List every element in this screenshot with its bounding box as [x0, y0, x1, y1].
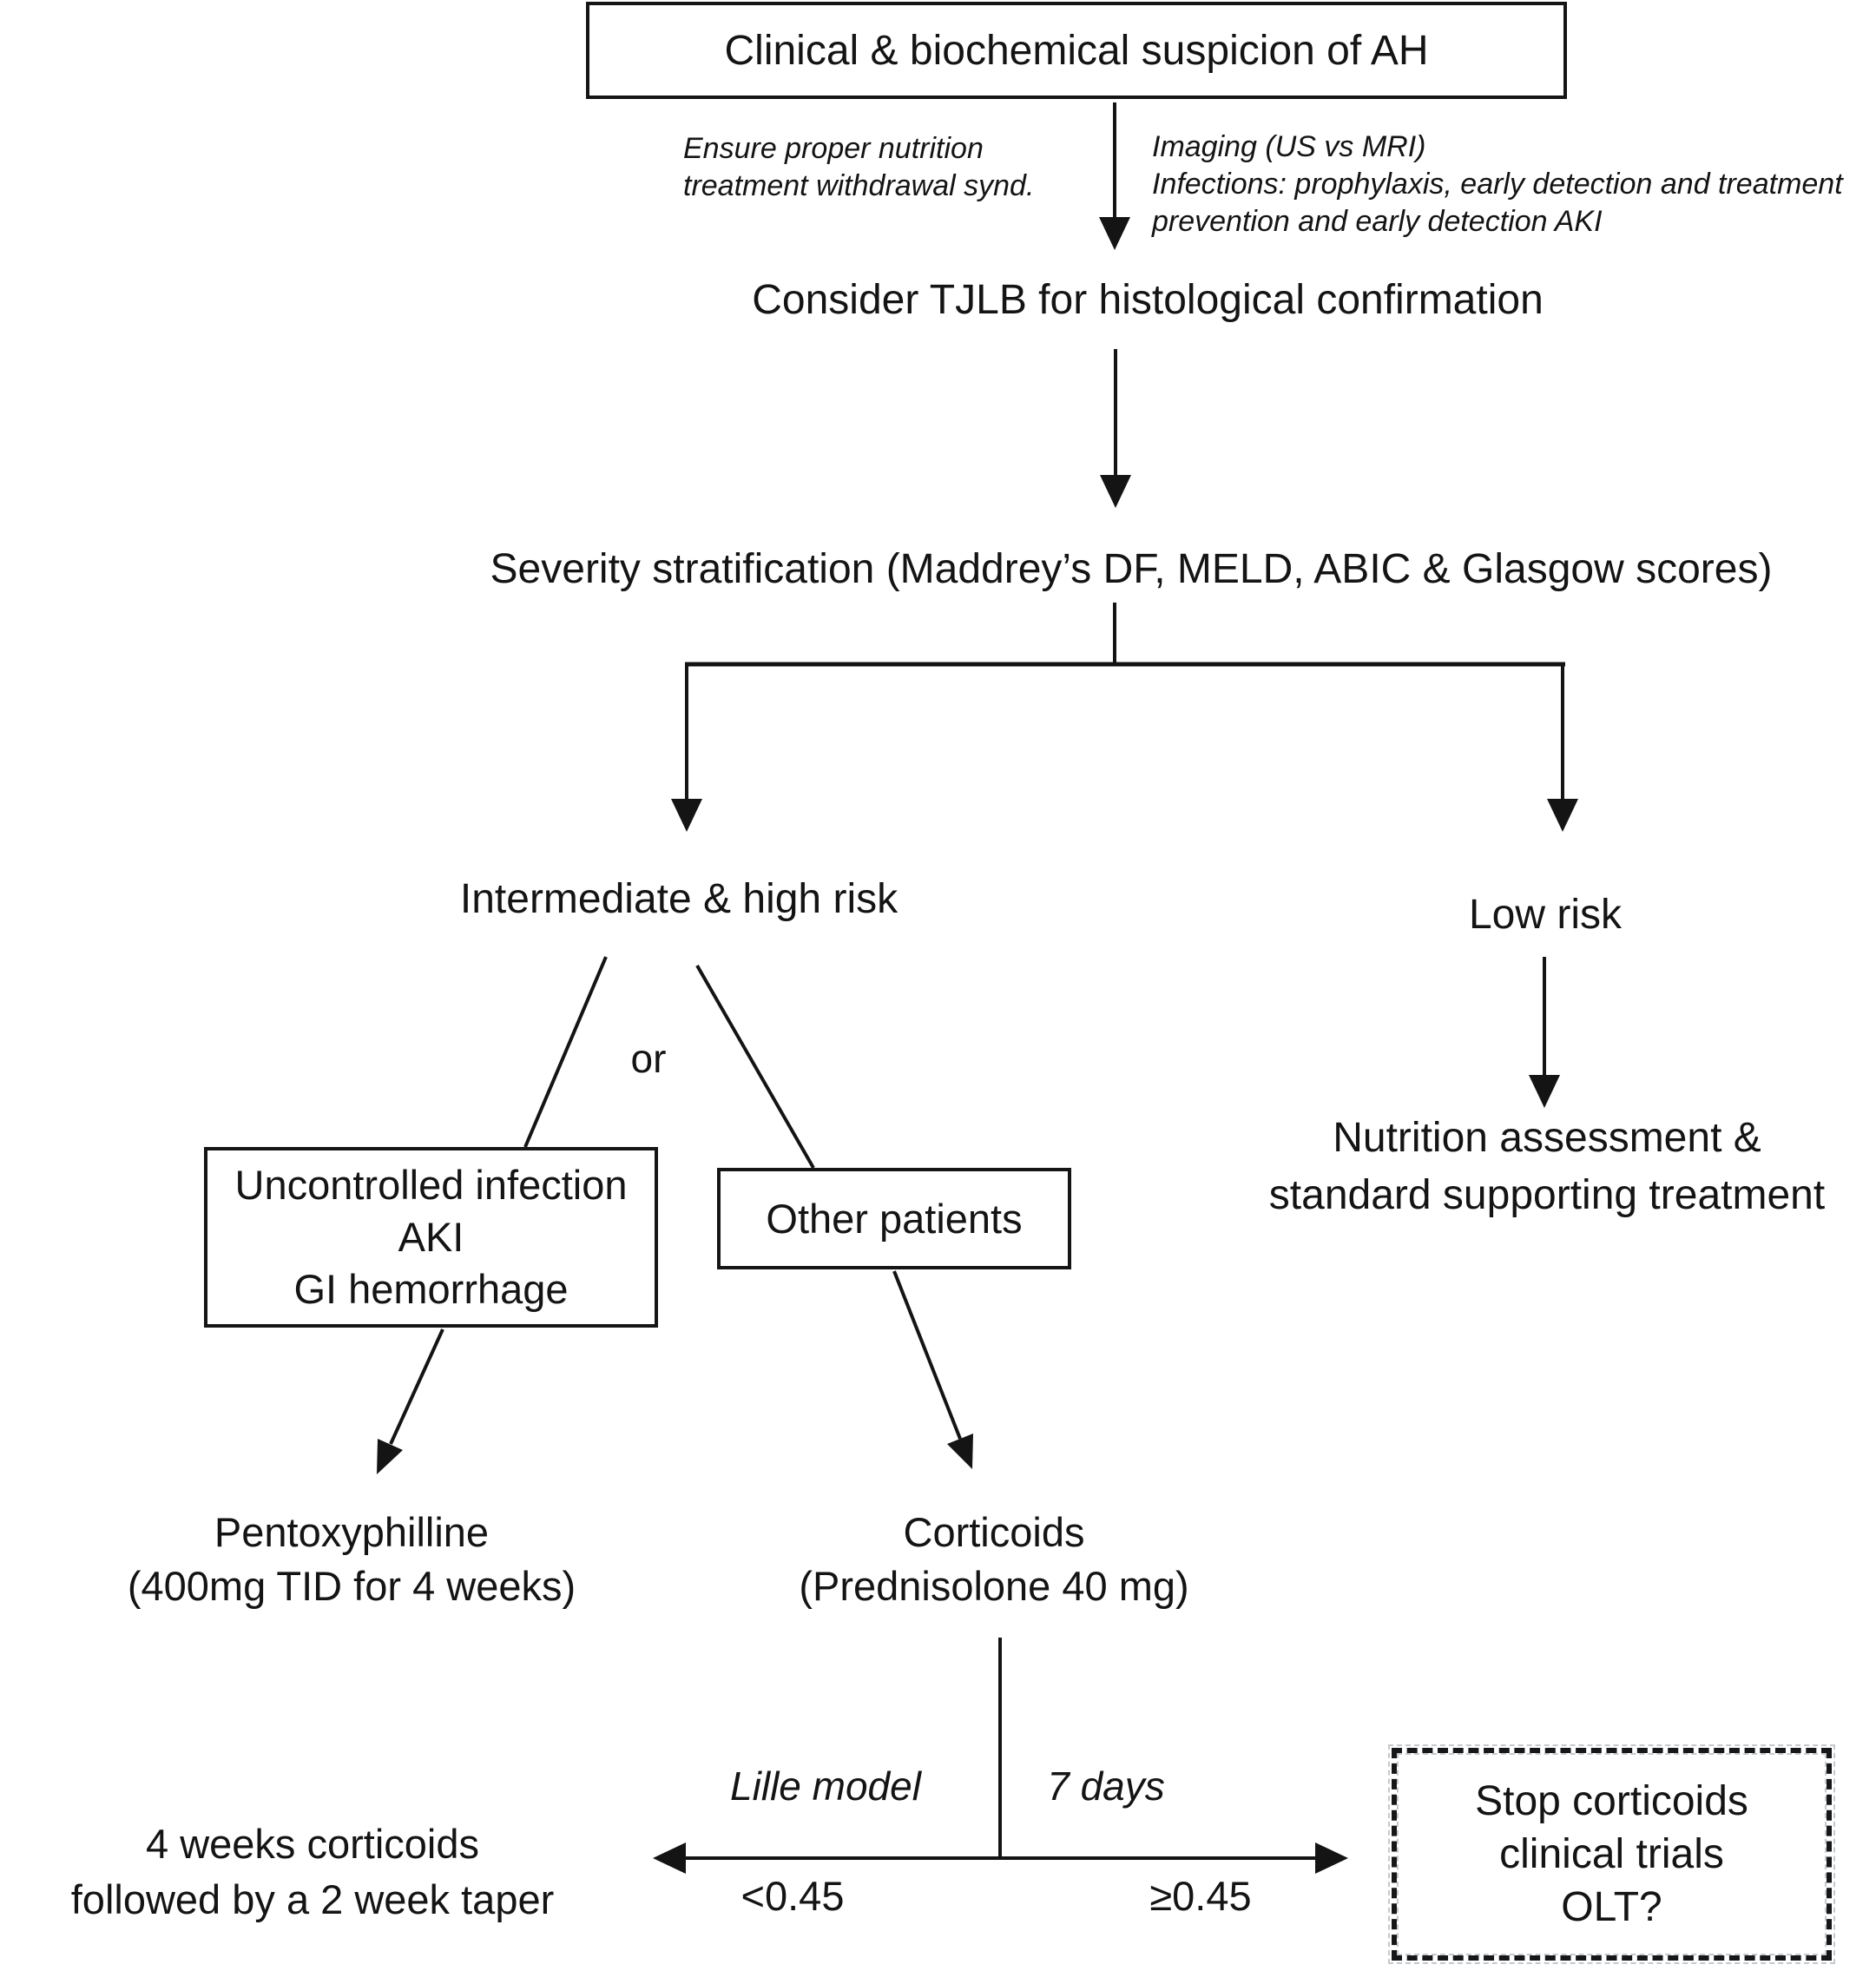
treatment-line: (400mg TID for 4 weeks) [127, 1563, 576, 1609]
outcome-4-weeks-corticoids: 4 weeks corticoids followed by a 2 week … [9, 1816, 616, 1928]
outcome-line: followed by a 2 week taper [70, 1876, 555, 1922]
note-imaging-infections: Imaging (US vs MRI) Infections: prophyla… [1152, 129, 1843, 241]
arrowheads [377, 217, 1578, 1874]
box-line: GI hemorrhage [293, 1266, 569, 1312]
label-lille-lt-045: <0.45 [741, 1873, 845, 1919]
treatment-pentoxyphilline: Pentoxyphilline (400mg TID for 4 weeks) [48, 1506, 655, 1613]
note-nutrition-withdrawal: Ensure proper nutrition treatment withdr… [683, 130, 1034, 205]
label-7-days: 7 days [1047, 1763, 1165, 1809]
label-low-risk: Low risk [1468, 892, 1623, 938]
outcome-stop-corticoids-content: Stop corticoids clinical trials OLT? [1397, 1753, 1827, 1955]
box-uncontrolled-infection: Uncontrolled infection AKI GI hemorrhage [204, 1147, 658, 1328]
treatment-line: Corticoids [903, 1509, 1085, 1555]
treatment-line: (Prednisolone 40 mg) [799, 1563, 1189, 1609]
label-intermediate-high-risk: Intermediate & high risk [459, 876, 899, 922]
outcome-stop-corticoids-box: Stop corticoids clinical trials OLT? [1388, 1744, 1835, 1964]
branch-spine [685, 603, 1565, 799]
box-line: AKI [398, 1214, 464, 1260]
outcome-line: Stop corticoids [1475, 1778, 1748, 1824]
note-line: prevention and early detection AKI [1152, 205, 1603, 238]
note-line: treatment withdrawal synd. [683, 169, 1035, 202]
diagonal-to-other-box [695, 965, 815, 1169]
label-lille-ge-045: ≥0.45 [1149, 1873, 1252, 1919]
box-line: Other patients [766, 1196, 1023, 1242]
treatment-line: Pentoxyphilline [214, 1509, 490, 1555]
diagonal-to-uncontrolled-box [523, 956, 608, 1148]
note-line: Imaging (US vs MRI) [1152, 130, 1426, 163]
outcome-line: OLT? [1561, 1884, 1662, 1930]
outcome-line: Nutrition assessment & [1333, 1115, 1761, 1161]
step-severity-stratification: Severity stratification (Maddrey’s DF, M… [490, 546, 1773, 592]
arrow-uncontrolled-to-pentoxyphilline [389, 1328, 444, 1445]
lille-decision-lines [686, 1638, 1315, 1860]
note-line: Infections: prophylaxis, early detection… [1152, 168, 1843, 201]
outcome-line: 4 weeks corticoids [146, 1821, 479, 1867]
suspicion-box-label: Clinical & biochemical suspicion of AH [724, 27, 1429, 74]
label-or: or [630, 1036, 667, 1081]
note-line: Ensure proper nutrition [683, 132, 984, 165]
arrow-other-to-corticoids [892, 1270, 962, 1440]
treatment-corticoids: Corticoids (Prednisolone 40 mg) [690, 1506, 1298, 1613]
outcome-line: clinical trials [1499, 1831, 1724, 1877]
suspicion-box: Clinical & biochemical suspicion of AH [586, 2, 1567, 99]
step-consider-tjlb: Consider TJLB for histological confirmat… [752, 277, 1544, 323]
label-lille-model: Lille model [730, 1763, 921, 1809]
outcome-line: standard supporting treatment [1268, 1172, 1826, 1218]
box-line: Uncontrolled infection [234, 1162, 628, 1208]
box-other-patients: Other patients [717, 1168, 1071, 1269]
outcome-nutrition-assessment: Nutrition assessment & standard supporti… [1200, 1110, 1876, 1224]
